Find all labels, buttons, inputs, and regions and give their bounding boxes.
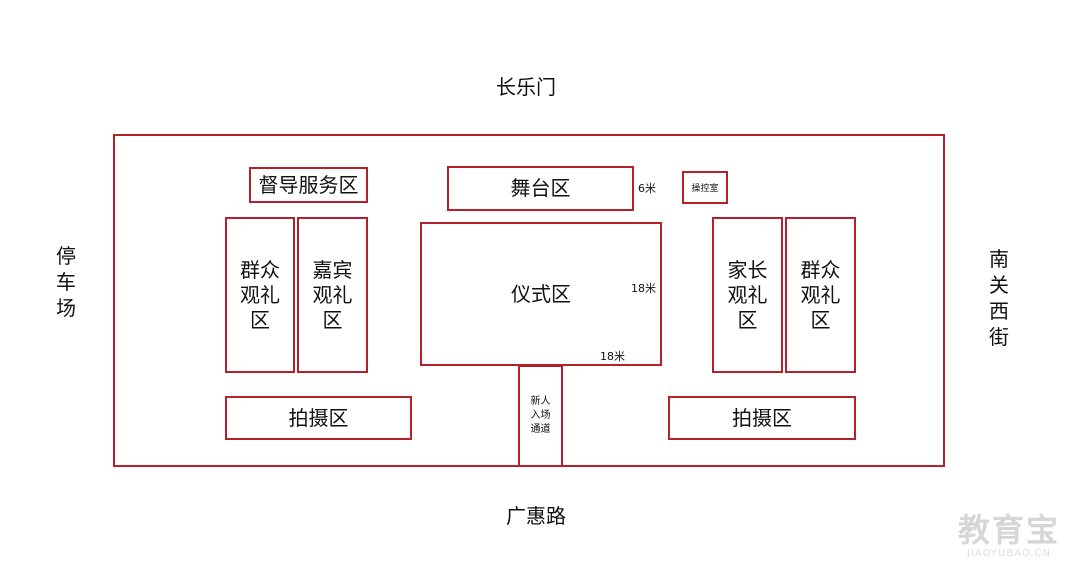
watermark: 教育宝 JIAOYUBAO.CN [958,512,1060,559]
public-viewing-zone-left: 群众 观礼 区 [225,217,295,373]
control-room: 操控室 [682,171,728,204]
watermark-url: JIAOYUBAO.CN [967,548,1051,559]
photo-zone-left-label: 拍摄区 [288,405,349,430]
parents-viewing-zone: 家长 观礼 区 [712,217,783,373]
parents-viewing-zone-label: 家长 观礼 区 [727,257,768,332]
stage-depth-label: 6米 [638,182,656,195]
west-parking-label: 停 车 场 [56,244,76,320]
public-viewing-zone-left-label: 群众 观礼 区 [240,257,280,332]
public-viewing-zone-right: 群众 观礼 区 [785,217,856,373]
stage-zone-label: 舞台区 [510,176,571,200]
ceremony-height-label: 18米 [631,282,656,295]
north-gate-label: 长乐门 [496,75,556,99]
stage-zone: 舞台区 [447,166,634,211]
ceremony-width-label: 18米 [600,350,625,363]
photo-zone-right: 拍摄区 [668,396,856,440]
newlywed-entrance-aisle: 新人 入场 通道 [518,365,563,467]
newlywed-entrance-aisle-label: 新人 入场 通道 [530,396,551,435]
ceremony-zone-label: 仪式区 [511,281,571,306]
watermark-title: 教育宝 [957,511,1060,549]
guest-viewing-zone-label: 嘉宾 观礼 区 [312,257,353,332]
photo-zone-right-label: 拍摄区 [732,405,792,430]
supervision-service-zone-label: 督导服务区 [258,172,359,197]
public-viewing-zone-right-label: 群众 观礼 区 [800,257,841,332]
south-road-label: 广惠路 [506,504,566,528]
supervision-service-zone: 督导服务区 [249,167,368,203]
photo-zone-left: 拍摄区 [225,396,412,440]
east-street-label: 南 关 西 街 [989,247,1009,349]
guest-viewing-zone: 嘉宾 观礼 区 [297,217,368,373]
control-room-label: 操控室 [691,184,719,194]
ceremony-zone: 仪式区 [420,222,662,366]
